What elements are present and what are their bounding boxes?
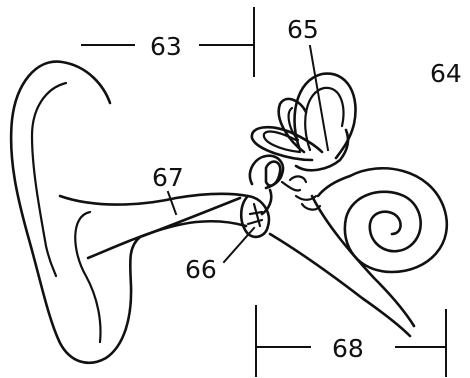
nerve-upper bbox=[312, 196, 414, 326]
label-67: 67 bbox=[152, 163, 184, 192]
cochlea-spiral bbox=[345, 168, 447, 272]
eardrum bbox=[241, 196, 269, 237]
leader-65 bbox=[310, 46, 328, 150]
malleus bbox=[248, 204, 262, 226]
leader-66 bbox=[224, 228, 254, 262]
canal-upper-wall bbox=[60, 194, 248, 205]
leader-67 bbox=[168, 192, 176, 214]
label-68: 68 bbox=[332, 334, 364, 363]
cochlea-duct bbox=[318, 176, 350, 196]
ossicle-links bbox=[282, 176, 320, 209]
label-65: 65 bbox=[287, 15, 319, 44]
canal-lower-wall bbox=[88, 221, 246, 258]
middle-ear bbox=[241, 156, 320, 237]
inner-ear bbox=[252, 74, 447, 336]
label-64: 64 bbox=[430, 59, 462, 88]
canal-lateral bbox=[252, 127, 322, 160]
concha bbox=[75, 212, 100, 342]
label-63: 63 bbox=[150, 32, 182, 61]
antihelix bbox=[32, 83, 66, 276]
canal-superior-inner bbox=[305, 88, 343, 150]
canal-posterior bbox=[279, 99, 306, 152]
outer-ear bbox=[11, 62, 240, 363]
label-66: 66 bbox=[185, 255, 217, 284]
nerve-lower bbox=[270, 234, 410, 336]
ear-canal bbox=[60, 194, 248, 258]
auricle-outline bbox=[11, 62, 240, 363]
leader-lines bbox=[168, 46, 328, 262]
labels: 63 64 65 66 67 68 bbox=[150, 15, 462, 363]
